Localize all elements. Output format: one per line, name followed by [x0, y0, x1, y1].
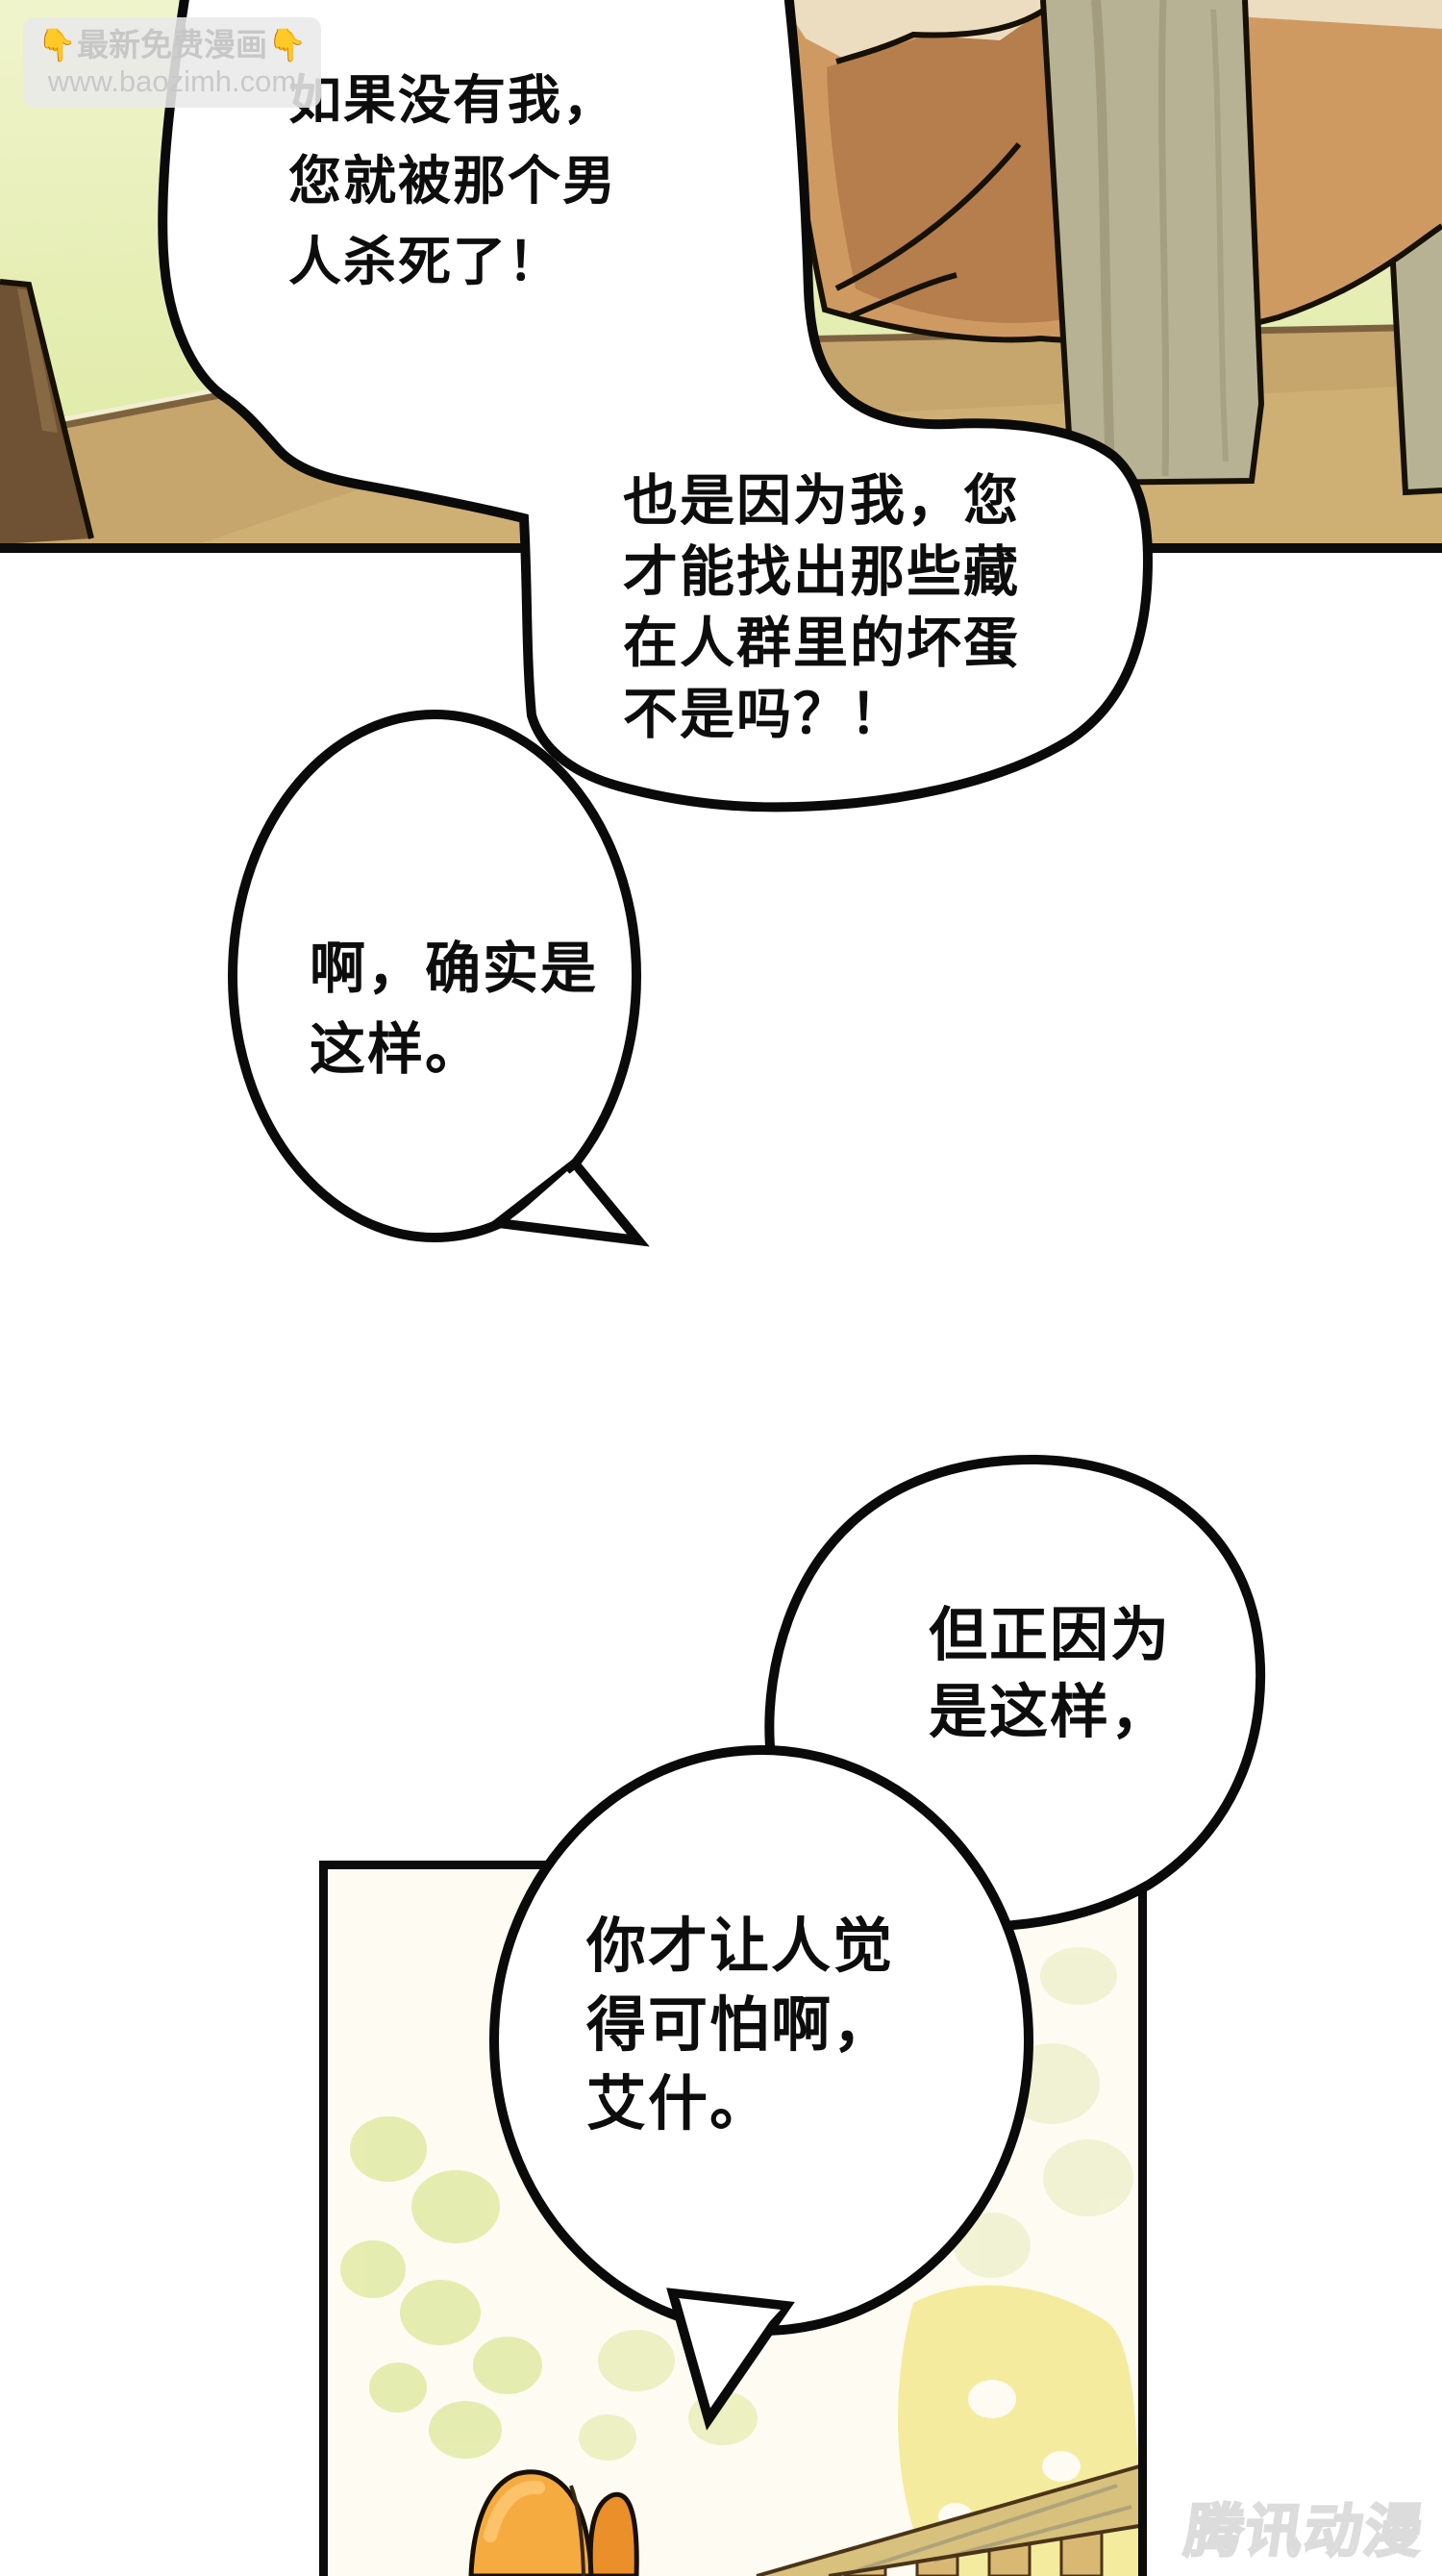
center-wood-post	[1040, 0, 1265, 487]
bottom-panel-border-left	[319, 1861, 328, 2576]
site-watermark-slogan: 👇最新免费漫画👇	[37, 27, 308, 63]
right-edge-post	[1386, 185, 1442, 496]
character-hair	[468, 2469, 639, 2576]
site-watermark-badge: 👇最新免费漫画👇 www.baozimh.com	[23, 17, 321, 108]
sack-seam	[846, 272, 957, 320]
dialogue-text-1: 如果没有我， 您就被那个男 人杀死了！	[288, 70, 618, 291]
dialogue-text-5: 你才让人觉 得可怕啊， 艾什。	[586, 1913, 895, 2138]
dialogue-text-4: 但正因为 是这样，	[929, 1602, 1172, 1744]
sack-seam	[834, 142, 1022, 291]
speech-bubble-3	[228, 710, 641, 1242]
dialogue-text-2: 也是因为我，您 才能找出那些藏 在人群里的坏蛋 不是吗？！	[623, 470, 1020, 745]
fence-rail	[756, 2464, 1140, 2576]
foliage-left	[340, 2116, 542, 2459]
publisher-watermark: 腾讯动漫	[1180, 2498, 1430, 2565]
bottom-panel-border-right	[1138, 1861, 1147, 2576]
dialogue-text-3: 啊，确实是 这样。	[310, 938, 599, 1081]
site-watermark-url: www.baozimh.com	[47, 64, 297, 98]
speech-bubble-1-2	[158, 0, 1154, 813]
left-wood-post	[0, 279, 94, 544]
sack-fold-outline	[835, 0, 1059, 64]
